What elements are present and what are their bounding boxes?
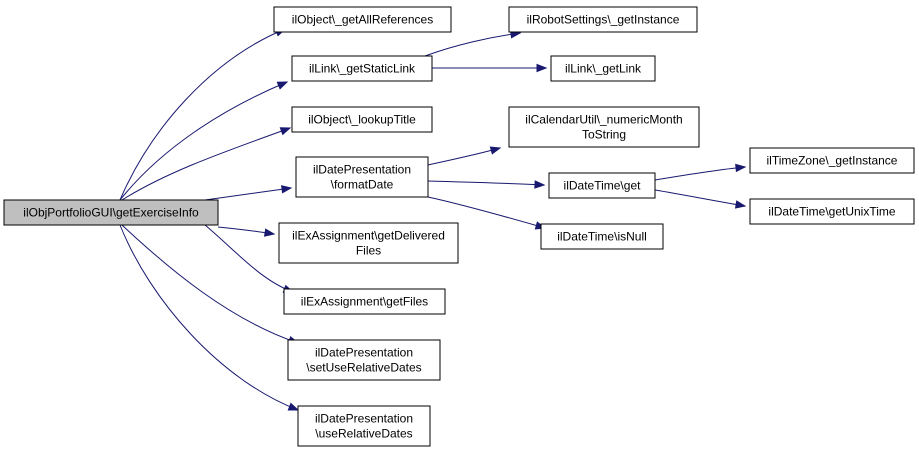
node-label: ilLink\_getLink [565, 62, 642, 76]
edge-root-to-lookupTitle [121, 127, 292, 201]
edge-formatDate-to-dateTimeGet [427, 180, 546, 189]
node-box [273, 6, 452, 33]
edge-dateTimeGet-to-getUnixTime [654, 189, 747, 209]
node-dateTimeGet[interactable]: ilDateTime\get [548, 172, 656, 199]
node-label: \formatDate [331, 178, 394, 192]
node-root[interactable]: ilObjPortfolioGUI\getExerciseInfo [3, 199, 219, 226]
node-robotGetInstance[interactable]: ilRobotSettings\_getInstance [508, 6, 698, 33]
nodes-layer: ilObjPortfolioGUI\getExerciseInfo ilObjec… [3, 6, 915, 447]
edge-root-to-useRelativeDates [119, 224, 300, 411]
arrowhead-icon [281, 185, 293, 194]
edge-root-to-getStaticLink [119, 81, 289, 201]
edge-line [119, 28, 286, 201]
node-label: \useRelativeDates [315, 427, 412, 441]
node-formatDate[interactable]: ilDatePresentation\formatDate [295, 156, 429, 198]
node-label: ilObjPortfolioGUI\getExerciseInfo [23, 206, 199, 220]
arrowhead-icon [536, 63, 548, 73]
node-label: \setUseRelativeDates [306, 361, 421, 375]
node-box [297, 405, 431, 447]
arrowhead-icon [735, 163, 747, 173]
node-getLink[interactable]: ilLink\_getLink [550, 55, 656, 82]
node-getAllReferences[interactable]: ilObject\_getAllReferences [273, 6, 452, 33]
edge-line [427, 196, 546, 229]
edge-line [424, 32, 521, 57]
arrowhead-icon [276, 81, 289, 90]
arrowhead-icon [263, 228, 276, 237]
node-box [287, 339, 441, 381]
node-label: ilLink\_getStaticLink [309, 62, 416, 76]
node-box [291, 55, 433, 82]
edge-root-to-getDeliveredFiles [217, 226, 276, 237]
arrowhead-icon [534, 180, 546, 189]
node-box [749, 147, 915, 174]
node-label: ilObject\_getAllReferences [292, 13, 433, 27]
node-box [550, 55, 656, 82]
edge-line [119, 81, 288, 201]
node-getStaticLink[interactable]: ilLink\_getStaticLink [291, 55, 433, 82]
node-box [3, 199, 219, 226]
edge-line [204, 187, 292, 201]
node-label: ilDatePresentation [315, 346, 413, 360]
node-useRelativeDates[interactable]: ilDatePresentation\useRelativeDates [297, 405, 431, 447]
edge-root-to-formatDate [204, 185, 293, 201]
edge-line [121, 127, 291, 201]
edge-line [654, 166, 746, 181]
edge-root-to-getAllReferences [119, 28, 287, 201]
node-label: ilExAssignment\getDelivered [292, 229, 445, 243]
node-label: ilDatePresentation [313, 163, 411, 177]
node-setUseRelativeDates[interactable]: ilDatePresentation\setUseRelativeDates [287, 339, 441, 381]
edge-line [121, 224, 299, 344]
arrowhead-icon [734, 200, 747, 209]
arrowhead-icon [287, 402, 300, 411]
node-box [540, 223, 664, 250]
node-box [295, 156, 429, 198]
edge-line [427, 147, 501, 166]
node-label: ilObject\_lookupTitle [308, 113, 416, 127]
edge-getStaticLink-to-getLink [432, 63, 548, 73]
node-label: ilDateTime\isNull [557, 230, 647, 244]
node-box [548, 172, 656, 199]
node-box [508, 6, 698, 33]
node-label: ilCalendarUtil\_numericMonth [525, 113, 682, 127]
node-getUnixTime[interactable]: ilDateTime\getUnixTime [749, 198, 915, 225]
arrowhead-icon [279, 127, 292, 136]
node-label: ilTimeZone\_getInstance [767, 154, 898, 168]
arrowhead-icon [489, 146, 502, 155]
node-label: Files [356, 244, 381, 258]
node-getFiles[interactable]: ilExAssignment\getFiles [283, 288, 446, 315]
node-lookupTitle[interactable]: ilObject\_lookupTitle [291, 106, 433, 133]
node-label: ilDateTime\get [564, 179, 642, 193]
node-box [508, 106, 700, 148]
node-label: ilDateTime\getUnixTime [768, 205, 895, 219]
edge-line [119, 224, 299, 411]
node-box [749, 198, 915, 225]
node-isNull[interactable]: ilDateTime\isNull [540, 223, 664, 250]
edge-dateTimeGet-to-tzGetInstance [654, 163, 747, 181]
edge-getStaticLink-to-robotGetInstance [424, 30, 522, 57]
edge-line [427, 180, 545, 186]
edge-root-to-setUseRelativeDates [121, 224, 300, 344]
node-label: ToString [582, 128, 626, 142]
edge-line [654, 189, 746, 207]
node-box [278, 222, 459, 264]
edge-formatDate-to-numericMonth [427, 146, 502, 166]
node-box [283, 288, 446, 315]
node-label: ilDatePresentation [315, 412, 413, 426]
edge-line [204, 224, 294, 293]
node-tzGetInstance[interactable]: ilTimeZone\_getInstance [749, 147, 915, 174]
node-label: ilRobotSettings\_getInstance [527, 13, 680, 27]
node-label: ilExAssignment\getFiles [301, 295, 428, 309]
node-box [291, 106, 433, 133]
